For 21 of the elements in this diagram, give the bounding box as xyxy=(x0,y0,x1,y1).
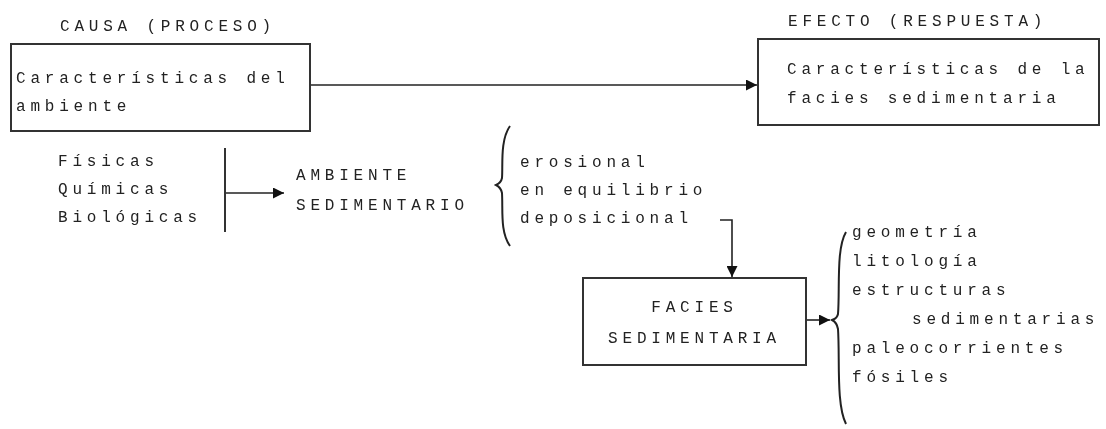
list-item: geometría xyxy=(852,223,983,244)
list-item: Físicas xyxy=(58,152,160,173)
list-item: paleocorrientes xyxy=(852,339,1070,360)
heading: EFECTO (RESPUESTA) xyxy=(788,12,1048,33)
process-box xyxy=(582,277,807,366)
list-item: Químicas xyxy=(58,180,175,201)
heading: CAUSA (PROCESO) xyxy=(60,17,277,38)
list-item: fósiles xyxy=(852,368,954,389)
list-item: en equilibrio xyxy=(520,181,709,202)
arrow xyxy=(310,79,758,91)
list-item: Biológicas xyxy=(58,208,203,229)
list-item: litología xyxy=(852,252,983,273)
label-text: Características del ambiente xyxy=(16,69,291,118)
list-item: deposicional xyxy=(520,209,694,230)
list-item: erosional xyxy=(520,153,651,174)
arrow xyxy=(806,314,831,326)
label-text: FACIES SEDIMENTARIA xyxy=(607,298,782,350)
label-text: Características de la facies sedimentaria xyxy=(787,60,1091,110)
arrow xyxy=(225,187,285,199)
label-text: AMBIENTE SEDIMENTARIO xyxy=(296,166,470,217)
arrow xyxy=(719,219,738,278)
